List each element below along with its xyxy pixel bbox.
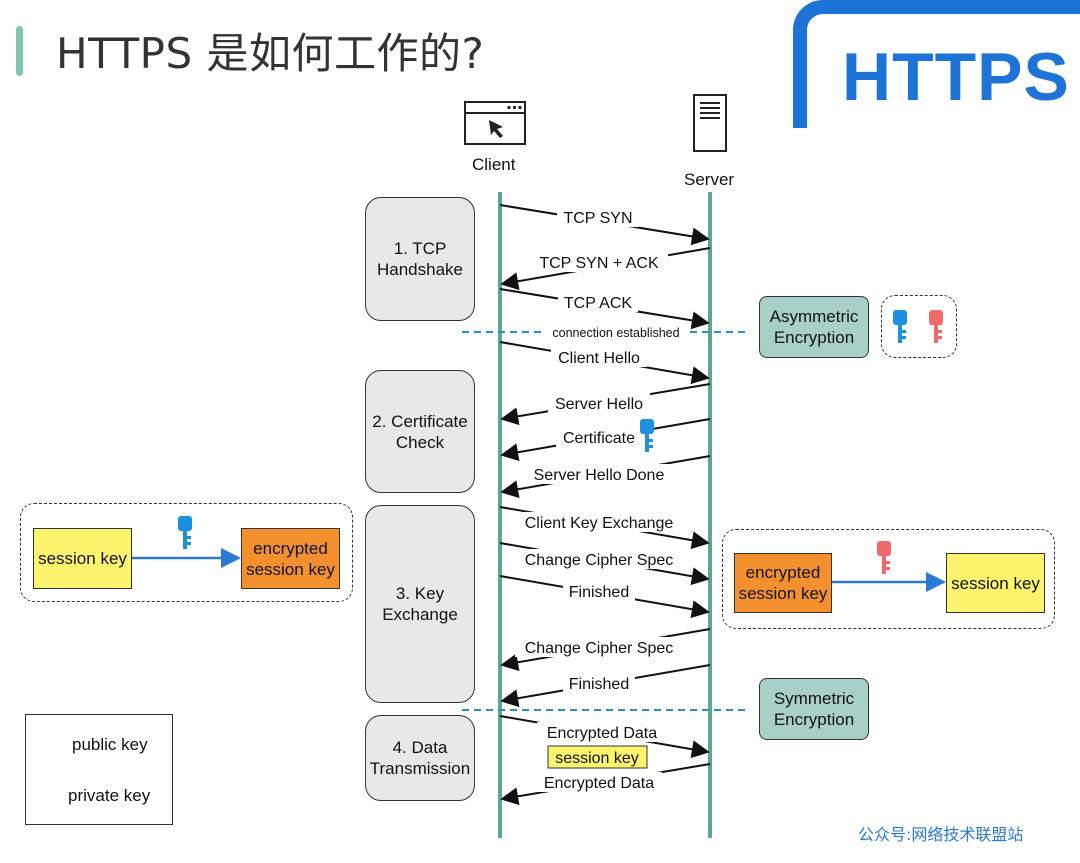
watermark: 公众号:网络技术联盟站 [858,825,1024,844]
certificate-public-key-icon [640,419,654,452]
phase-key-exchange: 3. Key Exchange [365,505,475,703]
label-encrypted-data-2: Encrypted Data [544,775,654,792]
label-tcp-ack: TCP ACK [564,295,633,312]
symmetric-encryption-box: Symmetric Encryption [759,678,869,740]
client-encryption-group [20,503,353,602]
client-session-key-box: session key [33,528,132,589]
label-change-cipher-spec-1: Change Cipher Spec [525,552,674,569]
label-certificate: Certificate [563,430,635,447]
client-label: Client [472,155,516,174]
phase-tcp-handshake: 1. TCP Handshake [365,197,475,321]
label-server-hello: Server Hello [555,396,643,413]
brand-frame [793,0,1080,128]
label-client-key-exchange: Client Key Exchange [525,515,674,532]
client-encrypted-session-key-box: encrypted session key [241,528,340,589]
label-session-key-tag: session key [555,750,639,767]
client-browser-icon [464,101,526,145]
asymmetric-encryption-box: Asymmetric Encryption [759,296,869,358]
phase-certificate-check: 2. Certificate Check [365,370,475,493]
label-finished-1: Finished [569,584,629,601]
server-tower-icon [693,94,727,152]
brand-logo-text: HTTPS [842,39,1070,115]
server-session-key-box: session key [946,553,1045,613]
server-encrypted-session-key-box: encrypted session key [734,553,832,613]
phase-data-transmission: 4. Data Transmission [365,715,475,801]
legend-private-key-label: private key [68,786,151,805]
server-label: Server [684,170,735,189]
label-tcp-syn-ack: TCP SYN + ACK [539,255,659,272]
page-title: HTTPS 是如何工作的? [56,29,485,78]
label-tcp-syn: TCP SYN [563,210,632,227]
label-client-hello: Client Hello [558,350,640,367]
legend: public key private key [25,714,173,825]
asymmetric-keys-group [881,295,957,358]
title-accent-bar [16,26,23,76]
label-connection-established: connection established [552,326,679,340]
message-labels: TCP SYN TCP SYN + ACK TCP ACK connection… [515,207,687,792]
label-finished-2: Finished [569,676,629,693]
server-decryption-group [722,529,1055,629]
label-encrypted-data-1: Encrypted Data [547,725,657,742]
label-server-hello-done: Server Hello Done [534,467,665,484]
label-change-cipher-spec-2: Change Cipher Spec [525,640,674,657]
legend-public-key-label: public key [72,735,148,754]
